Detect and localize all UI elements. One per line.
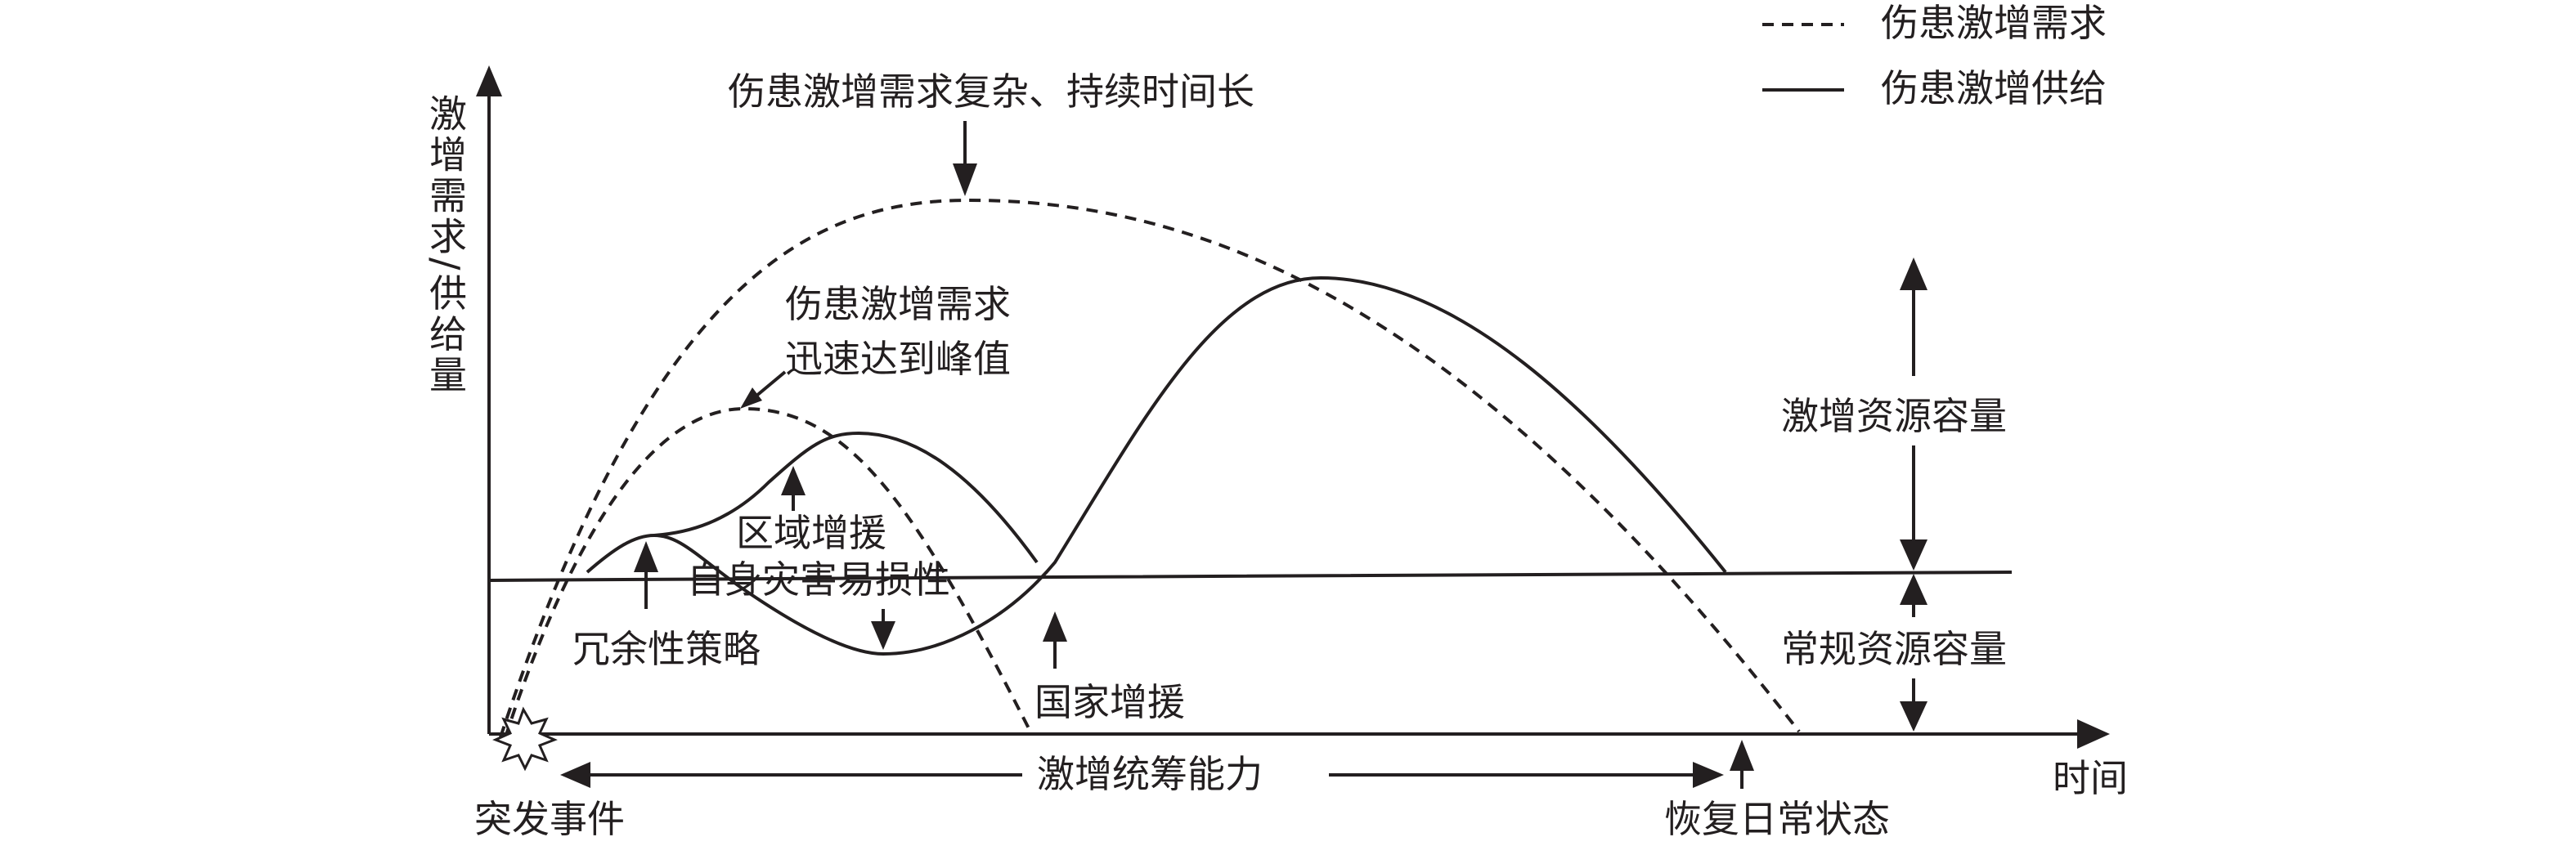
arrow-coordination-right-head xyxy=(1693,762,1724,788)
arrow-normal-capacity-top-head xyxy=(1900,574,1928,605)
y-axis-arrowhead xyxy=(476,65,502,96)
label-coordination: 激增统筹能力 xyxy=(1037,752,1263,796)
x-axis-arrowhead xyxy=(2077,719,2110,749)
arrow-complex-long-head xyxy=(953,163,977,196)
legend: 伤患激增需求 伤患激增供给 xyxy=(1762,1,2107,110)
arrow-redundancy-head xyxy=(634,541,658,572)
legend-supply-label: 伤患激增供给 xyxy=(1881,66,2107,110)
label-national-aid: 国家增援 xyxy=(1034,680,1185,724)
arrow-normal-capacity-bottom-head xyxy=(1900,701,1928,732)
demand-curve-long xyxy=(499,198,1801,738)
label-complex-long: 伤患激增需求复杂、持续时间长 xyxy=(728,69,1254,114)
arrow-national-aid-head xyxy=(1043,611,1067,642)
arrow-recovery-head xyxy=(1730,740,1754,771)
explosion-burst-icon xyxy=(492,706,558,772)
label-surge-capacity: 激增资源容量 xyxy=(1781,394,2007,438)
arrow-regional-aid-head xyxy=(781,466,806,495)
label-recovery: 恢复日常状态 xyxy=(1664,797,1890,841)
arrow-vulnerability-head xyxy=(871,621,895,650)
arrow-coordination-left-head xyxy=(560,762,590,788)
demand-curve-rapid xyxy=(504,406,1032,738)
label-rapid-peak-2: 迅速达到峰值 xyxy=(785,337,1011,381)
label-regional-aid: 区域增援 xyxy=(736,511,886,555)
supply-curve xyxy=(586,275,1727,656)
label-vulnerability: 自身灾害易损性 xyxy=(687,557,950,602)
normal-capacity-line xyxy=(490,571,2013,582)
arrow-rapid-peak-head xyxy=(740,387,762,409)
arrow-surge-capacity-top-head xyxy=(1900,257,1928,290)
arrow-surge-capacity-bottom-head xyxy=(1900,539,1928,571)
label-rapid-peak-1: 伤患激增需求 xyxy=(785,282,1011,326)
label-emergency-event: 突发事件 xyxy=(474,797,625,841)
legend-demand-label: 伤患激增需求 xyxy=(1881,1,2107,45)
supply-regional-bump xyxy=(653,431,1039,564)
x-axis-label: 时间 xyxy=(2053,756,2128,800)
y-axis-label: 激增需求/供给量 xyxy=(424,94,468,396)
label-normal-capacity: 常规资源容量 xyxy=(1781,627,2007,671)
label-redundancy: 冗余性策略 xyxy=(572,627,761,671)
